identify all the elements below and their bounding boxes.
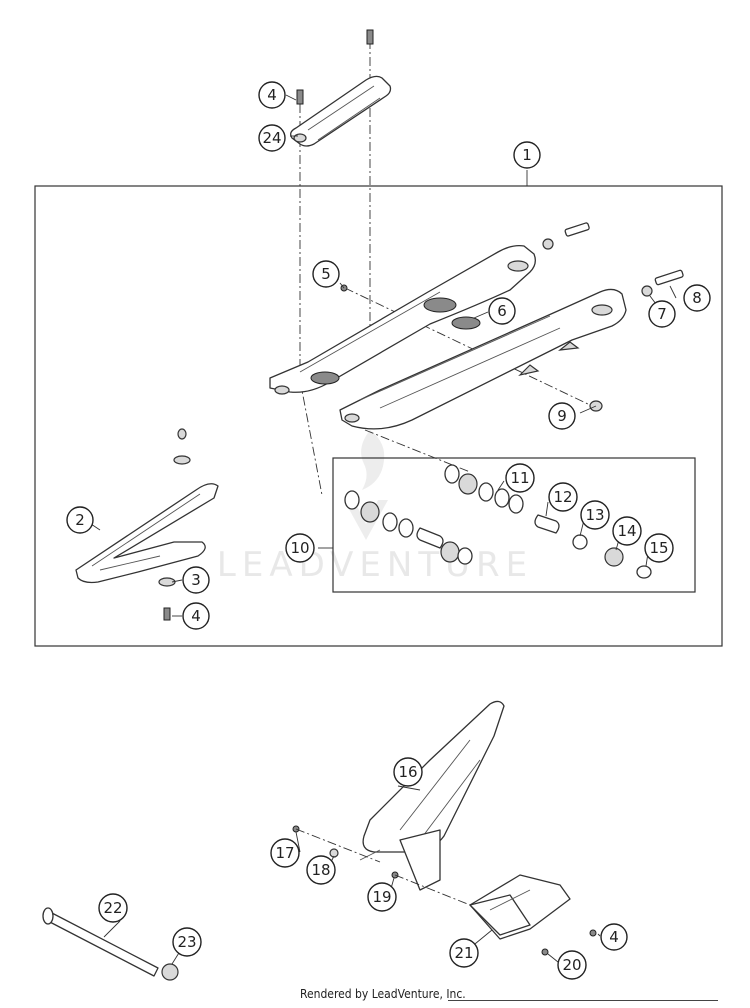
svg-text:5: 5 <box>321 265 331 283</box>
callout-22: 22 <box>98 893 128 923</box>
svg-text:18: 18 <box>311 861 330 879</box>
svg-text:13: 13 <box>585 506 604 524</box>
callout-23: 23 <box>172 927 202 957</box>
svg-text:16: 16 <box>398 763 417 781</box>
slider-block <box>469 874 571 940</box>
callout-10: 10 <box>285 533 315 563</box>
callout-2: 2 <box>66 506 94 534</box>
watermark-text: LEADVENTURE <box>217 545 533 585</box>
callout-20: 20 <box>557 950 587 980</box>
chain-slider-lower <box>75 428 219 621</box>
callout-1: 1 <box>513 141 541 169</box>
svg-text:23: 23 <box>177 933 196 951</box>
callout-9: 9 <box>548 402 576 430</box>
bearing-kit-frame-10 <box>332 457 696 593</box>
svg-text:4: 4 <box>267 86 277 104</box>
svg-text:7: 7 <box>657 305 667 323</box>
callout-5: 5 <box>312 260 340 288</box>
alignment-line <box>299 379 323 496</box>
svg-text:20: 20 <box>562 956 581 974</box>
callout-4: 4 <box>600 923 628 951</box>
svg-text:6: 6 <box>497 302 507 320</box>
chain-guide <box>359 700 505 891</box>
callout-19: 19 <box>367 882 397 912</box>
callout-8: 8 <box>683 284 711 312</box>
alignment-line <box>364 429 471 473</box>
svg-text:4: 4 <box>191 607 201 625</box>
alignment-line <box>344 287 591 406</box>
chain-slider-upper <box>290 29 392 147</box>
callout-17: 17 <box>270 838 300 868</box>
callout-18: 18 <box>306 855 336 885</box>
svg-text:3: 3 <box>191 571 201 589</box>
swingarm-axle <box>42 907 179 981</box>
svg-text:17: 17 <box>275 844 294 862</box>
svg-text:10: 10 <box>290 539 309 557</box>
svg-text:12: 12 <box>553 488 572 506</box>
callout-21: 21 <box>449 938 479 968</box>
callout-16: 16 <box>393 757 423 787</box>
adjuster-bolts <box>340 222 684 412</box>
callout-3: 3 <box>182 566 210 594</box>
svg-text:4: 4 <box>609 928 619 946</box>
svg-text:9: 9 <box>557 407 567 425</box>
callout-4: 4 <box>258 81 286 109</box>
footer-credit: Rendered by LeadVenture, Inc. <box>300 987 466 1001</box>
callout-14: 14 <box>612 516 642 546</box>
callout-15: 15 <box>644 533 674 563</box>
callout-12: 12 <box>548 482 578 512</box>
svg-text:24: 24 <box>262 129 281 147</box>
bearing-kit <box>344 464 652 579</box>
callout-11: 11 <box>505 463 535 493</box>
svg-text:15: 15 <box>649 539 668 557</box>
svg-text:21: 21 <box>454 944 473 962</box>
callout-4: 4 <box>182 602 210 630</box>
svg-text:2: 2 <box>75 511 85 529</box>
leader-lines <box>87 94 677 965</box>
svg-text:11: 11 <box>510 469 529 487</box>
svg-text:8: 8 <box>692 289 702 307</box>
callout-24: 24 <box>258 124 286 152</box>
svg-text:19: 19 <box>372 888 391 906</box>
svg-text:1: 1 <box>522 146 532 164</box>
svg-text:22: 22 <box>103 899 122 917</box>
callout-6: 6 <box>488 297 516 325</box>
footer-divider <box>448 1000 718 1001</box>
assembly-frame-1 <box>34 185 723 647</box>
callout-13: 13 <box>580 500 610 530</box>
svg-text:14: 14 <box>617 522 636 540</box>
callout-7: 7 <box>648 300 676 328</box>
swingarm <box>269 244 627 430</box>
